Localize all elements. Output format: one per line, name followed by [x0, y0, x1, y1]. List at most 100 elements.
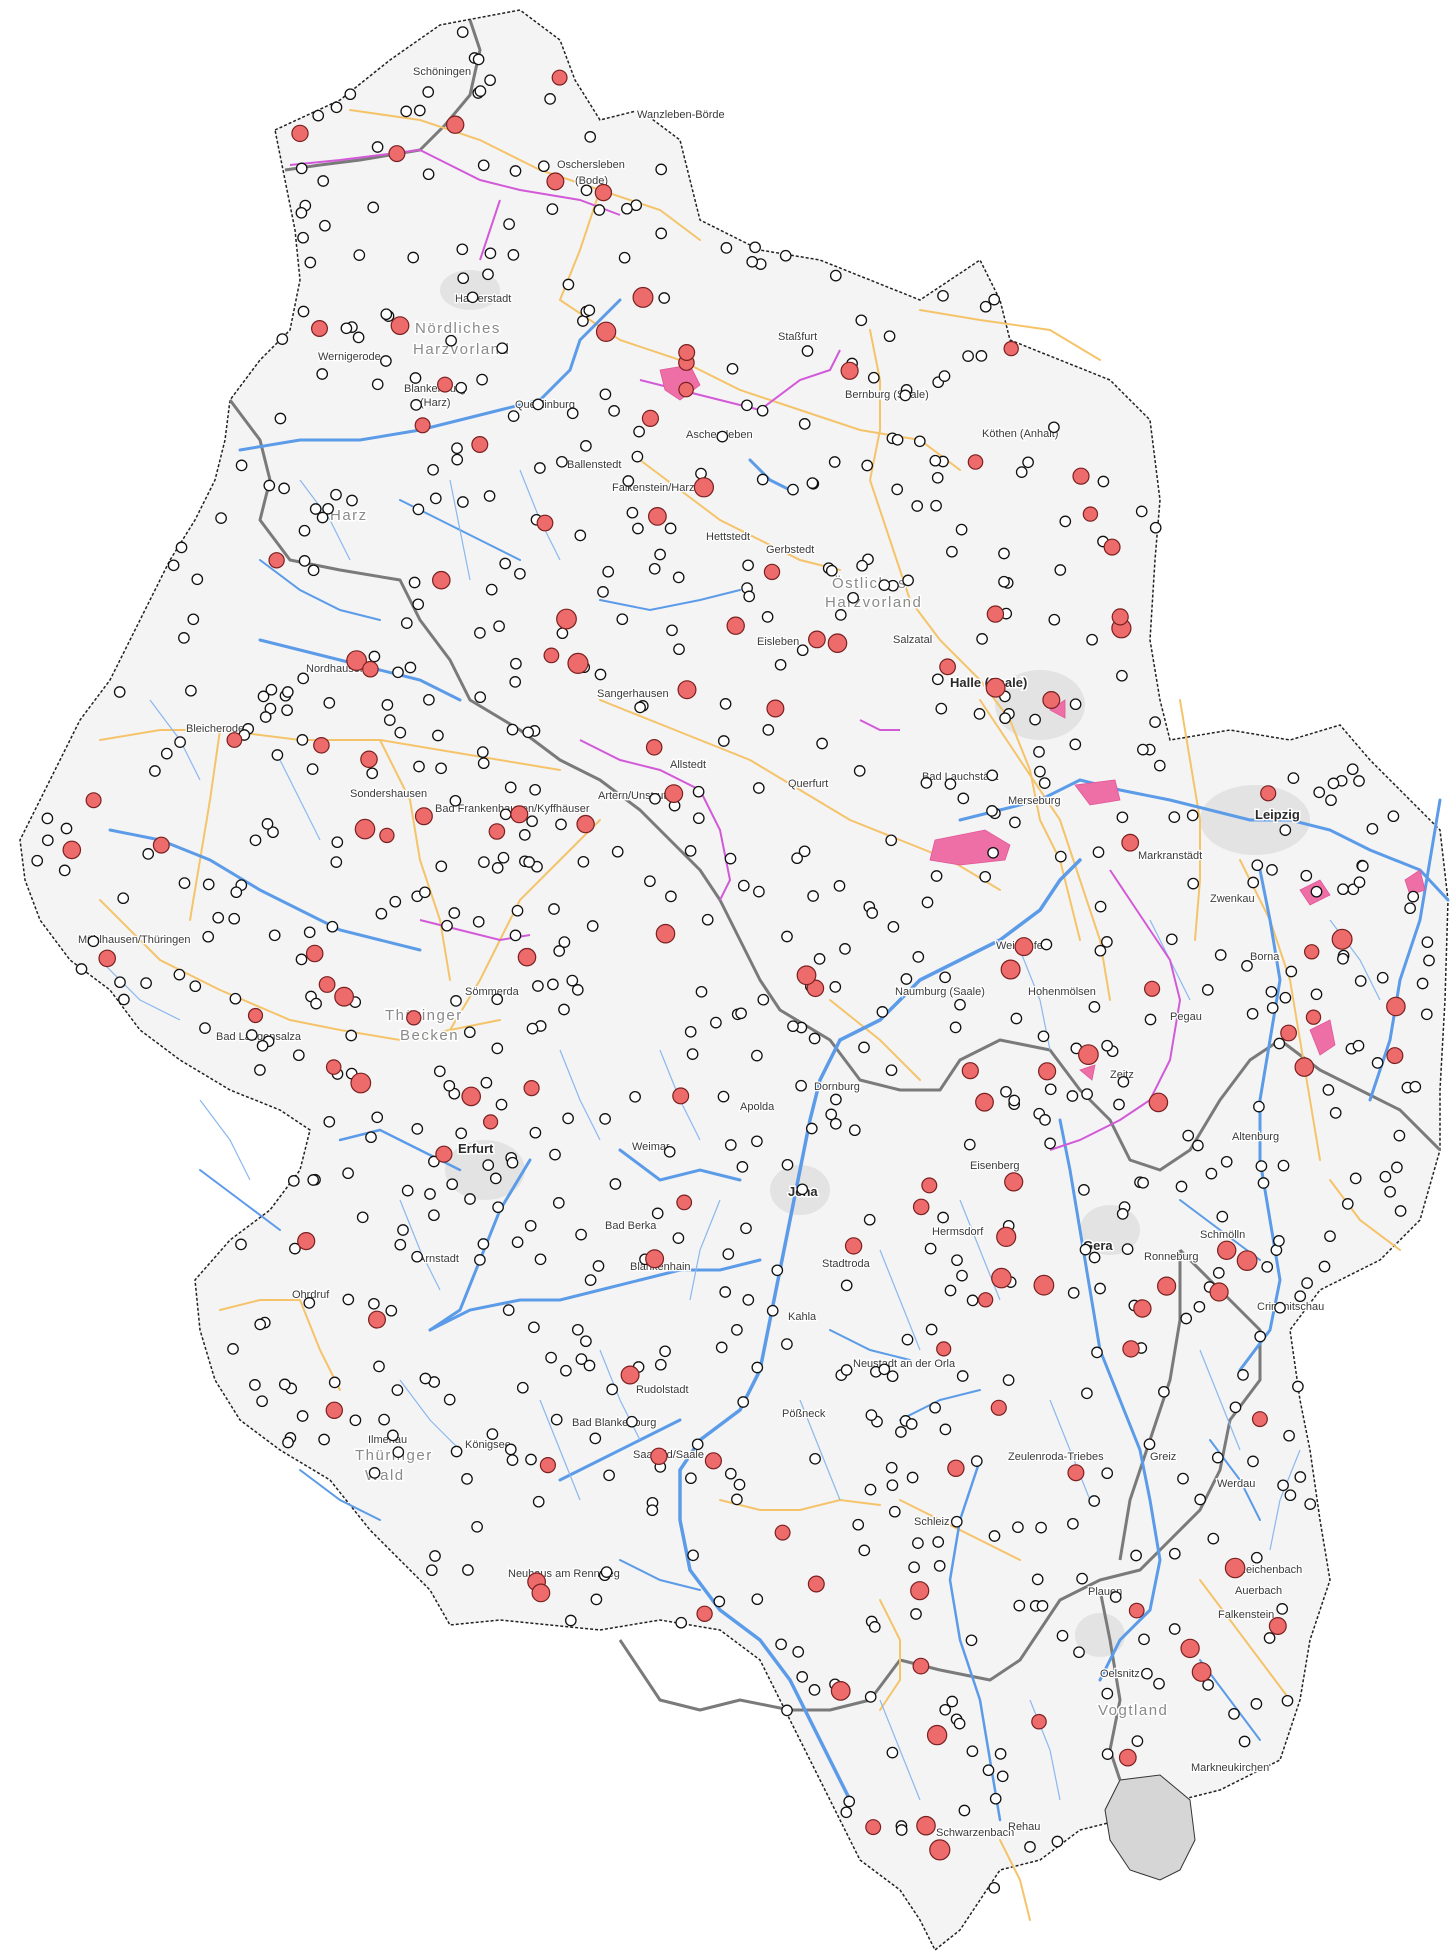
station-marker-open [484, 74, 496, 87]
station-marker-open [546, 203, 559, 215]
station-marker-open [566, 407, 579, 420]
station-marker-open [901, 1333, 914, 1346]
station-marker-open [949, 1021, 962, 1034]
city-label: Greiz [1150, 1451, 1176, 1463]
station-marker-open [529, 783, 541, 796]
station-marker-open [296, 1410, 309, 1422]
city-label: Leipzig [1255, 807, 1300, 822]
station-marker-open [986, 769, 999, 782]
station-marker-open [511, 904, 524, 917]
station-marker-open [556, 627, 569, 640]
station-marker-open [472, 915, 485, 928]
station-marker-open [367, 201, 380, 214]
station-marker-red [1268, 1616, 1287, 1635]
station-marker-open [593, 204, 606, 216]
station-marker-open [946, 545, 958, 558]
station-marker-red [510, 805, 529, 824]
station-marker-open [1015, 466, 1028, 478]
station-marker-open [930, 499, 942, 512]
station-marker-open [394, 1238, 407, 1251]
city-label: Salzatal [893, 634, 932, 646]
station-marker-open [1109, 1591, 1122, 1603]
station-marker-open [807, 890, 819, 902]
station-marker-open [404, 661, 417, 674]
station-marker-open [957, 792, 970, 805]
station-marker-open [886, 1746, 899, 1759]
station-marker-red [1180, 1638, 1200, 1659]
station-marker-open [1094, 944, 1107, 957]
station-marker-open [257, 690, 270, 703]
station-marker-red [350, 1072, 372, 1094]
city-label: Bernburg (Saale) [845, 389, 929, 401]
station-marker-open [1024, 1841, 1036, 1853]
station-marker-red [1224, 1557, 1246, 1579]
station-marker-open [397, 1224, 409, 1236]
station-marker-open [1051, 1835, 1064, 1848]
station-marker-open [1394, 1205, 1407, 1217]
station-marker-open [425, 1564, 438, 1577]
station-marker-open [278, 482, 290, 495]
station-marker-open [651, 1207, 664, 1220]
station-marker-open [648, 562, 661, 575]
station-marker-open [392, 1446, 405, 1458]
station-marker-open [1088, 1251, 1101, 1264]
station-marker-open [392, 666, 404, 679]
station-marker-open [939, 971, 951, 984]
station-marker-open [566, 974, 579, 987]
station-marker-red [650, 1447, 668, 1466]
station-marker-open [340, 322, 353, 335]
station-marker-open [424, 1188, 436, 1200]
station-marker-open [400, 105, 413, 118]
station-marker-open [979, 870, 992, 883]
station-marker-open [571, 1323, 584, 1336]
station-marker-open [633, 425, 645, 438]
city-label: Zeulenroda-Triebes [1008, 1451, 1104, 1463]
station-marker-open [586, 920, 599, 932]
station-marker-open [603, 1469, 615, 1482]
station-marker-open [504, 781, 517, 794]
station-marker-open [484, 247, 497, 260]
station-marker-red [1156, 1276, 1177, 1296]
station-marker-open [1300, 869, 1313, 882]
station-marker-open [256, 1039, 269, 1052]
station-marker-open [912, 951, 925, 963]
station-marker-red [543, 647, 560, 664]
station-marker-open [584, 131, 597, 143]
station-marker-open [1266, 1002, 1279, 1014]
station-marker-open [1054, 564, 1067, 576]
station-marker-open [719, 1286, 732, 1298]
station-marker-open [998, 575, 1010, 588]
station-marker-open [751, 1361, 764, 1374]
station-marker-open [1371, 1057, 1384, 1069]
station-marker-open [178, 632, 190, 644]
station-marker-open [787, 1020, 799, 1033]
station-marker-red [1014, 937, 1034, 957]
station-marker-open [911, 500, 924, 512]
station-marker-open [685, 1472, 697, 1485]
station-marker-open [868, 1621, 881, 1633]
station-marker-open [1079, 1243, 1092, 1256]
station-marker-open [795, 1079, 807, 1092]
station-marker-open [1059, 515, 1072, 528]
station-marker-open [456, 26, 469, 38]
station-marker-open [534, 1253, 547, 1266]
station-marker-open [323, 1115, 336, 1128]
station-marker-open [474, 691, 487, 704]
station-marker-red [774, 1524, 791, 1541]
station-marker-open [292, 1049, 305, 1062]
station-marker-open [1409, 1080, 1422, 1093]
station-marker-open [599, 388, 612, 401]
station-marker-open [988, 1881, 1001, 1894]
station-marker-open [905, 1418, 918, 1430]
station-marker-open [583, 304, 596, 317]
station-marker-red [152, 836, 170, 854]
station-marker-red [1121, 833, 1140, 852]
station-marker-open [408, 576, 421, 589]
station-marker-open [571, 984, 584, 996]
station-marker-open [342, 1167, 354, 1180]
station-marker-open [474, 627, 486, 639]
station-marker-open [254, 1318, 267, 1331]
station-marker-open [491, 862, 504, 874]
station-marker-open [249, 1379, 261, 1391]
station-marker-open [895, 1824, 908, 1836]
